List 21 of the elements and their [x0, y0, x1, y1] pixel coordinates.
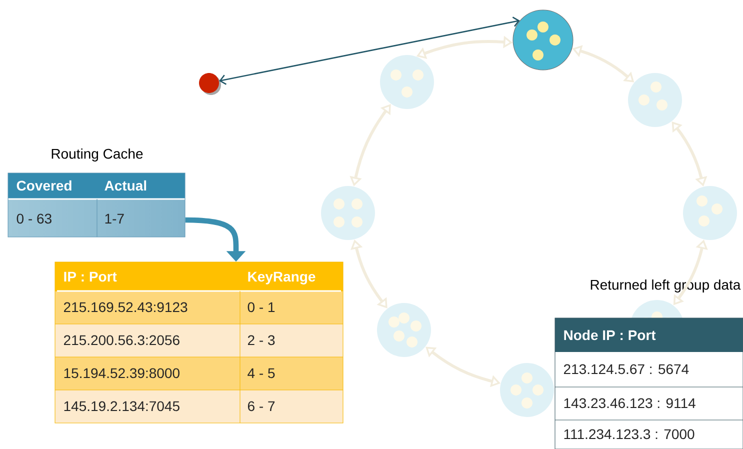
- peer-node: [380, 55, 434, 109]
- peer-node: [321, 186, 375, 240]
- node-label: Covered: [16, 180, 72, 191]
- server-node: [512, 10, 574, 70]
- table-title: Routing Cache: [52, 148, 143, 162]
- client-dot: [199, 73, 221, 95]
- node-label: 1-7: [105, 214, 124, 224]
- node-label: 143.23.46.123 : 9114: [564, 398, 696, 408]
- node-label: 111.234.123.3 : 7000: [564, 429, 694, 440]
- node-label: 213.124.5.67 : 5674: [564, 364, 689, 374]
- peer-node: [683, 186, 737, 240]
- peer-node: [500, 363, 554, 417]
- node-label: 0 - 63: [16, 214, 52, 224]
- table: Covered Actual 0 - 63 1-7: [8, 172, 186, 238]
- table: Node IP : Port 213.124.5.67 : 5674 143.23.46.123 : 9114 111.234.123.3 : 7000: [554, 318, 743, 449]
- peer-node: [377, 303, 431, 357]
- arrow: [219, 16, 520, 85]
- node-label: Actual: [104, 180, 146, 191]
- table: IP : Port KeyRange 215.169.52.43:9123 0 - 1 215.200.56.3:2056 2 - 3 15.194.52.39:8000 4 - 5 145.19.2.134:7045 6 - 7: [54, 262, 344, 424]
- peer-node: [628, 73, 682, 127]
- node-label: Node IP : Port: [564, 330, 656, 340]
